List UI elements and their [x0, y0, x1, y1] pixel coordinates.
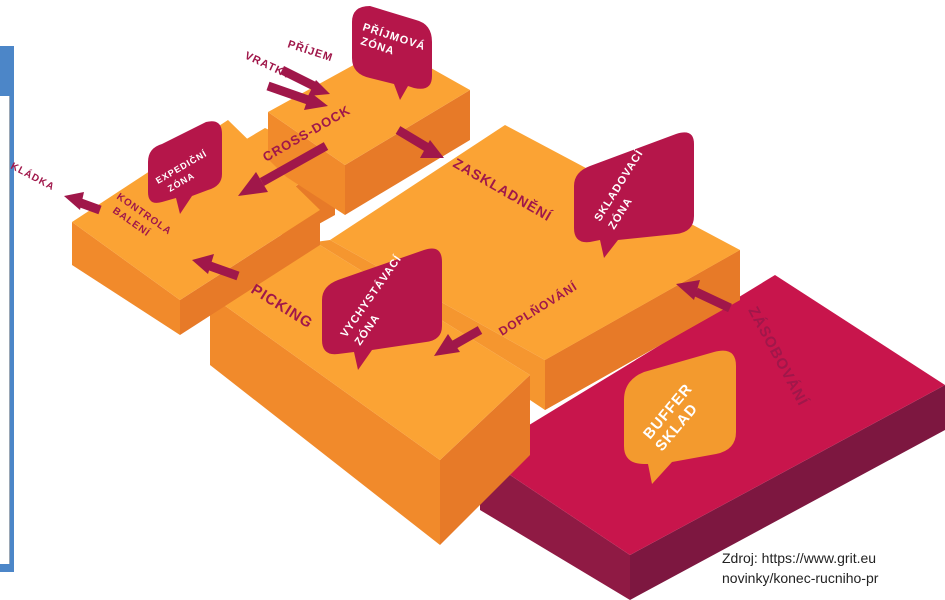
window-content-edge [0, 96, 10, 564]
label-nakladka: KLÁDKA [9, 159, 58, 193]
expedition-block [72, 120, 320, 335]
bubble-buffer-sklad: BUFFER SKLAD [624, 350, 736, 484]
arrow-nakladka [64, 192, 102, 215]
label-prijem: PŘÍJEM [286, 37, 335, 64]
arrow-vratky [266, 81, 328, 110]
arrow-doplnovani [434, 326, 483, 356]
arrows [64, 65, 732, 356]
arrow-picking [192, 254, 240, 281]
source-caption: Zdroj: https://www.grit.eu novinky/konec… [722, 548, 945, 588]
source-line-2: novinky/konec-rucniho-pr [722, 570, 879, 586]
arrow-zaskladneni [395, 126, 444, 158]
arrow-prijem [279, 65, 330, 96]
bubble-expedicni-zona: EXPEDIČNÍ ZÓNA [148, 121, 222, 214]
arrow-cross-dock [238, 142, 329, 196]
bubble-prijmova-zona: PŘÍJMOVÁ ZÓNA [352, 6, 432, 100]
arrow-zasobovani [676, 280, 732, 313]
bubble-skladovaci-zona: SKLADOVACÍ ZÓNA [574, 132, 694, 258]
label-vratky: VRATKY [243, 50, 294, 82]
source-line-1: Zdroj: https://www.grit.eu [722, 550, 877, 566]
bubble-vychystavaci-zona: VYCHYSTÁVACÍ ZÓNA [322, 248, 442, 370]
